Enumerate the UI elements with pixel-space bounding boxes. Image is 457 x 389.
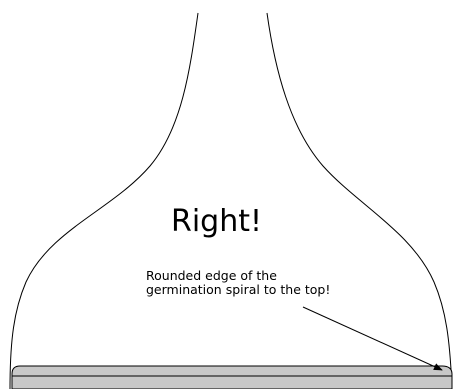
flask-outline-right (266, 12, 453, 389)
diagram-title: Right! (171, 204, 262, 239)
annotation-line-1: Rounded edge of the (146, 268, 277, 283)
flask-outline-left (9, 12, 199, 389)
annotation-arrow (302, 306, 443, 371)
germination-spiral-edge (11, 365, 453, 389)
annotation-line-2: germination spiral to the top! (146, 282, 330, 297)
spiral-fill (11, 365, 453, 389)
